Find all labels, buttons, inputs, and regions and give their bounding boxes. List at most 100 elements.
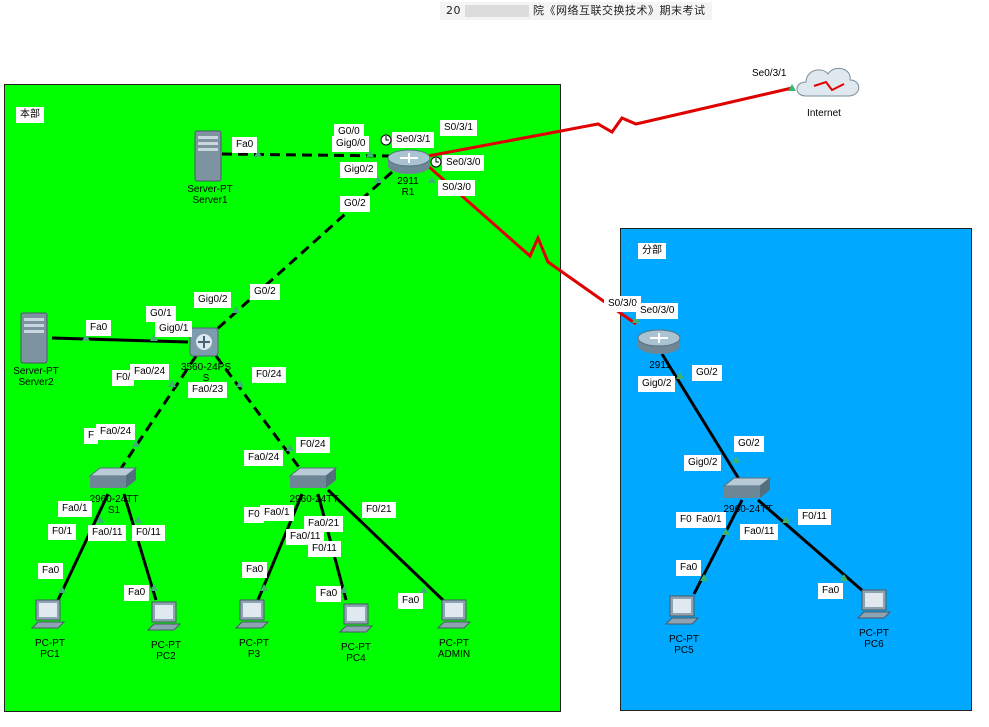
- link-s2-admin[interactable]: [326, 488, 448, 605]
- l3-switch-icon[interactable]: [188, 326, 220, 358]
- internet-cloud-icon[interactable]: [792, 60, 862, 104]
- internet-label: Internet: [807, 108, 841, 119]
- router-r1-icon[interactable]: [386, 148, 432, 176]
- port-up-indicator: [374, 176, 382, 183]
- port-label: Se0/3/0: [636, 303, 679, 319]
- pc3-icon[interactable]: [234, 598, 270, 636]
- switch-s2-icon[interactable]: [288, 466, 338, 492]
- link-server2-ls[interactable]: [51, 336, 189, 344]
- port-label: S0/3/0: [604, 296, 641, 312]
- port-label: F0/: [112, 370, 135, 386]
- pc1-icon[interactable]: [30, 598, 66, 636]
- pc2-icon[interactable]: [146, 600, 182, 638]
- port-up-indicator: [700, 574, 708, 581]
- port-label: F0: [676, 512, 696, 528]
- port-label: S0/3/1: [440, 120, 477, 136]
- port-label: F0/11: [132, 525, 165, 541]
- port-label: Fa0/1: [260, 505, 294, 521]
- port-up-indicator: [428, 176, 436, 183]
- port-up-indicator: [254, 150, 262, 157]
- port-label: Fa0/24: [244, 450, 284, 466]
- port-label: F0/1: [48, 524, 77, 540]
- port-label: Fa0: [676, 560, 702, 576]
- port-label: F0: [244, 507, 264, 523]
- switch-s1-icon[interactable]: [88, 466, 138, 492]
- pc4-icon[interactable]: [338, 602, 374, 640]
- branch-zone[interactable]: 分部: [620, 228, 972, 711]
- port-label: F0/21: [362, 502, 396, 518]
- admin-pc-icon[interactable]: [436, 598, 472, 636]
- serial-links: [427, 86, 793, 326]
- port-label: Gig0/2: [340, 162, 378, 178]
- port-label: Fa0/1: [58, 501, 92, 517]
- port-label: Gig0/0: [332, 136, 370, 152]
- port-label: G0/2: [340, 196, 370, 212]
- port-label: Fa0/24: [130, 364, 170, 380]
- port-up-indicator: [260, 584, 268, 591]
- port-label: Fa0: [86, 320, 112, 336]
- server2-icon[interactable]: [20, 312, 48, 364]
- hq-zone-label: 本部: [16, 107, 44, 123]
- port-label: Gig0/1: [155, 321, 193, 337]
- port-up-indicator: [232, 306, 240, 313]
- link-ls-s1[interactable]: [114, 355, 198, 477]
- pc5-icon[interactable]: [664, 594, 700, 632]
- link-server1-r1[interactable]: [221, 152, 391, 158]
- port-label: Fa0/21: [304, 516, 344, 532]
- port-up-indicator: [732, 456, 740, 463]
- pc6-icon[interactable]: [856, 588, 892, 626]
- link-r2-s3[interactable]: [660, 353, 744, 485]
- link-s1-pc2[interactable]: [122, 493, 158, 601]
- port-label: Fa0: [316, 586, 342, 602]
- router-r2-label: 2911: [649, 360, 671, 371]
- port-label: Fa0/23: [188, 382, 228, 398]
- port-label: F0/11: [798, 509, 831, 525]
- port-up-indicator: [132, 440, 140, 447]
- link-s2-pc3[interactable]: [256, 493, 304, 601]
- port-label: Fa0: [124, 585, 150, 601]
- port-up-indicator: [58, 586, 66, 593]
- port-label: Fa0: [818, 583, 844, 599]
- link-s1-pc1[interactable]: [56, 493, 110, 601]
- port-up-indicator: [134, 516, 142, 523]
- port-label: S0/3/0: [438, 180, 475, 196]
- router-r2-icon[interactable]: [636, 326, 682, 356]
- port-up-indicator: [366, 150, 374, 157]
- port-label: Fa0/11: [88, 525, 127, 541]
- port-label: Fa0: [38, 563, 64, 579]
- port-up-indicator: [150, 334, 158, 341]
- link-r1-internet[interactable]: [427, 86, 793, 158]
- port-up-indicator: [676, 372, 684, 379]
- port-label: Se0/3/1: [748, 66, 791, 82]
- port-label: Gig0/2: [684, 455, 722, 471]
- port-up-indicator: [236, 380, 244, 387]
- port-up-indicator: [82, 334, 90, 341]
- port-label: Fa0/1: [692, 512, 726, 528]
- switch-s2-label: 2960-24TT: [289, 494, 339, 505]
- link-r1-r2[interactable]: [427, 164, 637, 326]
- port-label: Se0/3/1: [392, 132, 435, 148]
- switch-s3-icon[interactable]: [722, 476, 772, 502]
- port-label: G0/2: [250, 284, 280, 300]
- server1-icon[interactable]: [194, 130, 222, 182]
- port-label: F0/24: [296, 437, 330, 453]
- port-label: G0/2: [692, 365, 722, 381]
- clock-icon: [430, 156, 442, 168]
- switch-s3-label: 2960-24TT: [723, 504, 773, 515]
- port-label: F: [84, 428, 99, 444]
- port-up-indicator: [632, 316, 640, 323]
- port-label: Se0/3/0: [442, 155, 485, 171]
- port-label: Fa0/11: [740, 524, 779, 540]
- port-up-indicator: [782, 516, 790, 523]
- link-ls-s2[interactable]: [214, 355, 306, 475]
- port-label: Fa0: [398, 593, 424, 609]
